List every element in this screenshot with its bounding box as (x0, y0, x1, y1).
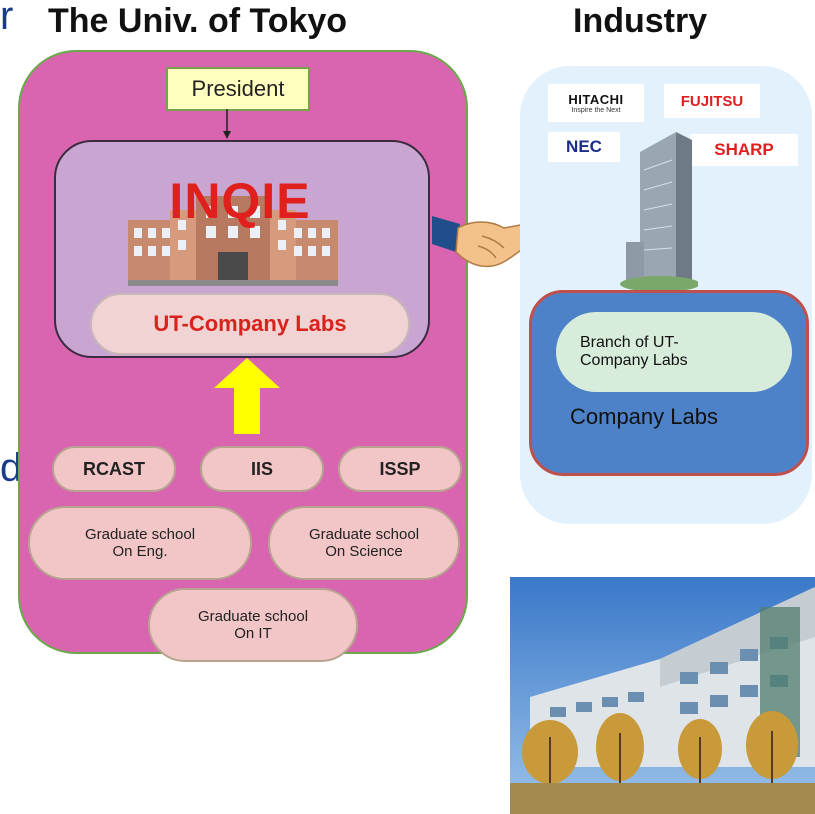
hitachi-logo: HITACHI Inspire the Next (548, 84, 644, 122)
fujitsu-logo-text: FUJITSU (680, 92, 744, 110)
industry-header: Industry (573, 2, 708, 40)
president-box: President (166, 67, 310, 111)
campus-photo (510, 577, 815, 814)
skyscraper-icon (620, 132, 698, 292)
unit-pill-iis: IIS (200, 446, 324, 492)
grad-school-eng-pill: Graduate school On Eng. (28, 506, 252, 580)
grad-school-science-pill: Graduate school On Science (268, 506, 460, 580)
ut-company-labs-pill: UT-Company Labs (90, 293, 410, 355)
building-icon (128, 196, 338, 286)
grad-school-line: On Eng. (112, 543, 168, 560)
hitachi-tagline: Inspire the Next (571, 107, 621, 114)
ut-company-labs-label: UT-Company Labs (153, 311, 347, 336)
yellow-up-arrow (214, 358, 280, 434)
branch-line: Branch of UT- (580, 334, 679, 351)
cut-text-fragment: d (0, 446, 23, 490)
grad-school-line: On Science (325, 543, 403, 560)
unit-pill-rcast: RCAST (52, 446, 176, 492)
cut-text-fragment: r (0, 0, 14, 38)
nec-logo-text: NEC (566, 137, 602, 156)
grad-school-line: Graduate school (197, 608, 309, 625)
fujitsu-logo: FUJITSU (664, 84, 760, 118)
grad-school-line: Graduate school (84, 526, 196, 543)
sharp-logo: SHARP (690, 134, 798, 166)
nec-logo: NEC (548, 132, 620, 162)
grad-school-it-pill: Graduate school On IT (148, 588, 358, 662)
unit-pill-issp: ISSP (338, 446, 462, 492)
sharp-logo-text: SHARP (714, 140, 774, 159)
branch-line: Company Labs (580, 352, 688, 369)
unit-label: RCAST (83, 458, 145, 479)
branch-pill: Branch of UT- Company Labs (556, 312, 792, 392)
grad-school-line: On IT (234, 625, 272, 642)
company-labs-label: Company Labs (570, 404, 718, 429)
unit-label: ISSP (379, 458, 421, 479)
univ-header: The Univ. of Tokyo (48, 2, 348, 40)
president-label: President (191, 76, 285, 101)
inqie-title: INQIE (169, 173, 311, 229)
unit-label: IIS (250, 458, 273, 479)
hitachi-logo-text: HITACHI (568, 92, 624, 107)
grad-school-line: Graduate school (308, 526, 420, 543)
president-connector-arrow (223, 109, 231, 139)
